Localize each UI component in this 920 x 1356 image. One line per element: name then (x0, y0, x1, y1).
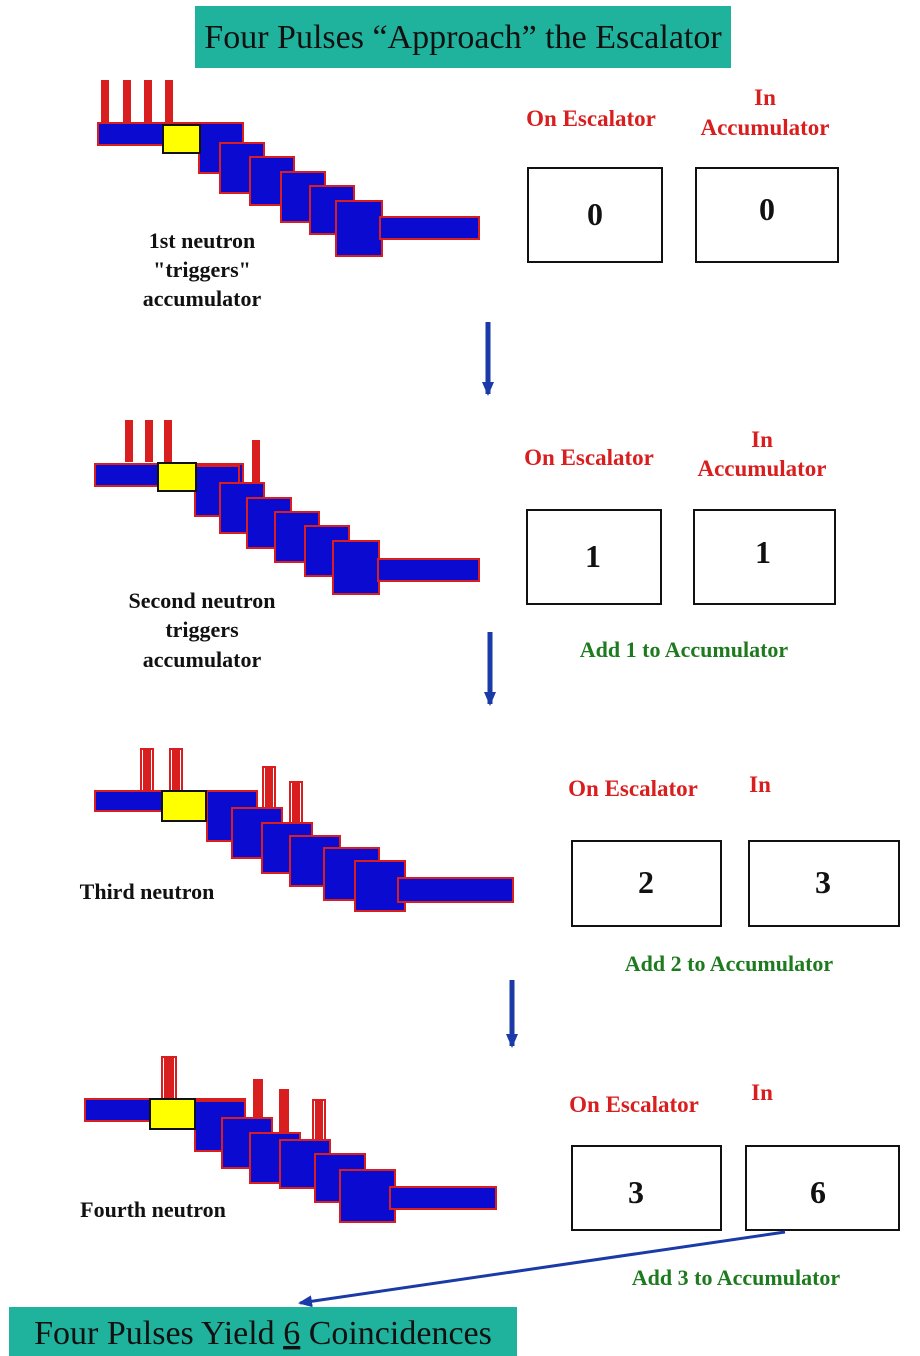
footer-banner-background (9, 1307, 517, 1356)
diagram-title: Four Pulses “Approach” the Escalator (204, 19, 722, 56)
in-accumulator-label: Accumulator (697, 456, 826, 481)
coincidence-count: 6 (283, 1315, 300, 1352)
on-escalator-count: 0 (587, 196, 603, 232)
title-banner-background (195, 6, 731, 68)
neutron-pulse (143, 750, 151, 793)
stage-caption-line: 1st neutron (149, 228, 256, 253)
in-accumulator-count: 1 (755, 534, 771, 570)
neutron-pulse (252, 440, 260, 482)
stage-2: Second neutron triggers accumulator On E… (94, 420, 836, 672)
escalator-segment (354, 860, 406, 912)
in-accumulator-box (748, 840, 900, 927)
accumulator-gate (157, 462, 197, 492)
footer-banner: Four Pulses Yield 6 Coincidences (9, 1307, 517, 1356)
footer-text-after: Coincidences (300, 1315, 492, 1352)
on-escalator-box (571, 1145, 722, 1231)
neutron-pulse (101, 80, 109, 122)
escalator-segment (379, 216, 480, 240)
stage-1: 1st neutron "triggers" accumulator On Es… (97, 80, 839, 311)
accumulator-gate (161, 790, 207, 822)
stage-caption-line: Third neutron (80, 879, 215, 904)
neutron-pulse (279, 1089, 289, 1139)
escalator-segment (377, 558, 480, 582)
footer-text: Four Pulses Yield 6 Coincidences (34, 1315, 492, 1352)
stage-caption-line: "triggers" (153, 257, 251, 282)
in-accumulator-label: Accumulator (700, 115, 829, 140)
pulse-group (161, 1056, 326, 1147)
accumulator-note: Add 1 to Accumulator (580, 637, 789, 662)
neutron-pulse (165, 80, 173, 122)
escalator-segment (397, 877, 514, 903)
in-accumulator-label: In (749, 772, 771, 797)
escalator-segment (335, 200, 383, 257)
escalator-segment (389, 1186, 497, 1210)
neutron-pulse (172, 750, 180, 793)
neutron-pulse (164, 420, 172, 462)
on-escalator-box (571, 840, 722, 927)
on-escalator-count: 1 (585, 538, 601, 574)
neutron-pulse (125, 420, 133, 462)
in-accumulator-count: 3 (815, 864, 831, 900)
on-escalator-box (526, 509, 662, 605)
stage-4: Fourth neutron On Escalator In 3 6 Add 3… (80, 1056, 900, 1290)
on-escalator-box (527, 167, 663, 263)
neutron-pulse (123, 80, 131, 122)
on-escalator-label: On Escalator (569, 1092, 699, 1117)
on-escalator-label: On Escalator (568, 776, 698, 801)
accumulator-note: Add 2 to Accumulator (625, 951, 834, 976)
neutron-pulse (144, 80, 152, 122)
pulse-group (125, 420, 260, 482)
accumulator-gate (149, 1098, 196, 1130)
neutron-pulse (292, 783, 300, 823)
stage-caption-line: accumulator (143, 647, 262, 672)
footer-text-before: Four Pulses Yield (34, 1315, 283, 1352)
on-escalator-label: On Escalator (524, 445, 654, 470)
stage-3: Third neutron On Escalator In 2 3 Add 2 … (80, 748, 900, 976)
on-escalator-label: On Escalator (526, 106, 656, 131)
pulse-group (101, 80, 173, 122)
in-accumulator-count: 6 (810, 1174, 826, 1210)
in-accumulator-label: In (751, 427, 773, 452)
in-accumulator-box (695, 167, 839, 263)
title-banner: Four Pulses “Approach” the Escalator (195, 6, 731, 68)
escalator-track (94, 463, 480, 595)
stage-caption-line: triggers (165, 617, 239, 642)
diagonal-arrow-icon (298, 1230, 786, 1308)
in-accumulator-box (693, 509, 836, 605)
in-accumulator-box (745, 1145, 900, 1231)
accumulator-note: Add 3 to Accumulator (632, 1265, 841, 1290)
in-accumulator-label: In (751, 1080, 773, 1105)
escalator-track (97, 122, 480, 257)
in-accumulator-count: 0 (759, 191, 775, 227)
on-escalator-count: 2 (638, 864, 654, 900)
escalator-segment (339, 1169, 396, 1223)
stage-caption-line: Second neutron (129, 588, 276, 613)
escalator-segment (332, 540, 380, 595)
stage-caption-line: Fourth neutron (80, 1197, 226, 1222)
accumulator-gate (162, 124, 201, 154)
stage-caption-line: accumulator (143, 286, 262, 311)
neutron-pulse (164, 1058, 174, 1101)
in-accumulator-label: In (754, 85, 776, 110)
pulse-group (140, 748, 303, 825)
neutron-pulse (145, 420, 153, 462)
neutron-pulse (265, 768, 273, 808)
on-escalator-count: 3 (628, 1174, 644, 1210)
escalator-track (84, 1098, 497, 1223)
neutron-pulse (315, 1101, 323, 1145)
